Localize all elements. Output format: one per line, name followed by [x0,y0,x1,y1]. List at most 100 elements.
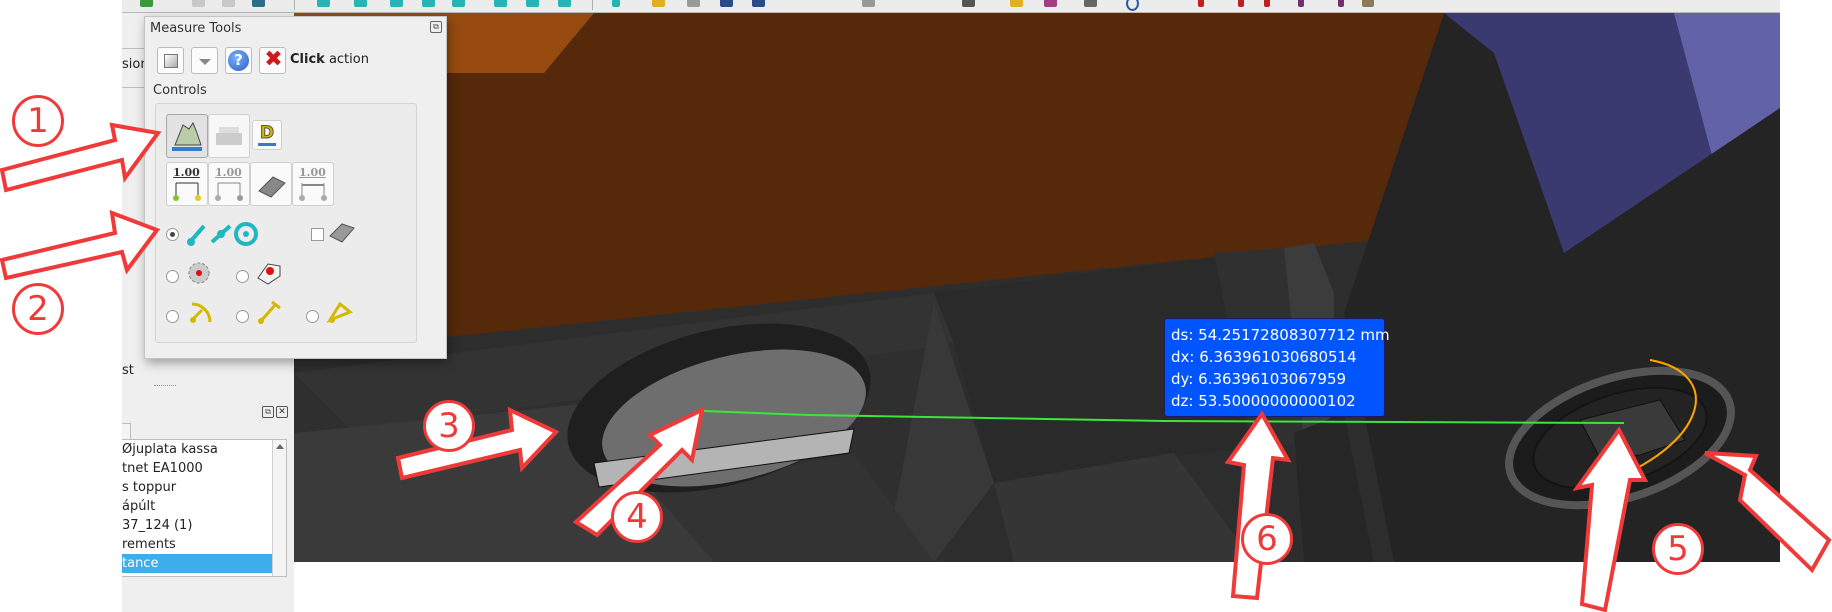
redo-icon[interactable] [222,0,235,7]
face-checkbox[interactable] [311,228,324,241]
face-select-icon [329,223,355,243]
pin-icon-3[interactable] [1198,0,1204,7]
linear-dim-icon [173,182,201,201]
pin-icon-5[interactable] [1264,0,1270,7]
dimension-d-icon: D [259,123,275,144]
scroll-up-icon[interactable] [276,444,284,449]
linear-dimension-alt-button[interactable]: 1.00 [292,162,334,206]
pin-icon[interactable] [1044,0,1057,7]
face-icon [258,176,286,198]
view-bottom-icon[interactable] [526,0,539,7]
sketch-icon[interactable] [720,0,733,7]
doc-icon[interactable] [1362,0,1374,7]
annotation-badge-4: 4 [611,491,663,543]
radio-line-circle[interactable] [166,228,179,241]
radio-snap-point[interactable] [166,270,179,283]
edge-circle-icons [187,222,258,246]
help-button[interactable]: ? [225,47,252,74]
tab-model[interactable] [122,423,131,440]
click-action-label: Click action [290,52,369,67]
area-button[interactable] [250,162,292,206]
measure-icon[interactable] [612,0,620,7]
radio-snap-solid[interactable] [236,270,249,283]
close-button[interactable]: ✖ [259,47,286,74]
radio-angle[interactable] [166,310,179,323]
view-top-icon[interactable] [422,0,435,7]
plane-angle-icon [326,301,353,324]
arrow-5b [1704,451,1832,574]
view-front-icon[interactable] [390,0,403,7]
view-rear-icon[interactable] [494,0,507,7]
undo-icon[interactable] [192,0,205,7]
float-panel-icon[interactable]: ⧉ [262,406,274,418]
controls-group: D 1.00 1.00 1.00 [155,103,417,343]
radio-plane-angle[interactable] [306,310,319,323]
tree-item[interactable]: ápúlt [122,499,156,514]
refresh-icon[interactable] [252,0,265,7]
clip-icon[interactable] [862,0,875,7]
tree-scrollbar[interactable] [272,440,286,576]
arrow-2 [0,209,161,281]
close-x-icon: ✖ [264,47,283,72]
float-panel-icon[interactable]: ⧉ [430,21,442,33]
tree-item[interactable]: rements [122,537,176,552]
dx-value: dx: 6.363961030680514 [1171,348,1357,366]
arrow-3 [395,406,560,481]
model-tree: Øjuplata kassa tnet EA1000 s toppur ápúl… [122,439,287,577]
dimension-d-button[interactable]: D [252,120,282,150]
main-toolbar [122,0,1780,13]
rotate-view-icon[interactable] [1126,0,1139,11]
view-right-icon[interactable] [452,0,465,7]
tree-item-selected[interactable]: tance [122,554,286,573]
view-iso-icon[interactable] [354,0,367,7]
close-panel-icon[interactable]: ✕ [276,406,288,418]
measurement-readout: ds: 54.25172808307712 mm dx: 6.363961030… [1164,318,1390,417]
3d-viewport[interactable] [294,13,1780,562]
view-fit-icon[interactable] [317,0,330,7]
tree-item[interactable]: s toppur [122,480,177,495]
pin-icon-4[interactable] [1238,0,1244,7]
dy-value: dy: 6.36396103067959 [1171,370,1347,388]
view-left-icon[interactable] [558,0,571,7]
printer-icon [216,127,242,145]
dz-value: dz: 53.50000000000102 [1171,392,1356,410]
tree-item[interactable]: 37_124 (1) [122,518,193,533]
tree-item[interactable]: Øjuplata kassa [122,442,218,457]
tree-item[interactable]: tnet EA1000 [122,461,203,476]
angle-icon [190,302,212,323]
sidebar-partial-label: sion [122,57,149,72]
pin-icon-2[interactable] [1084,0,1097,7]
measure-caliper-button[interactable] [166,114,208,158]
snap-point-icon [188,262,210,284]
annotation-badge-3: 3 [423,400,475,452]
view-toggle-button[interactable] [157,47,184,74]
annotation-badge-1: 1 [12,95,64,147]
light-icon[interactable] [652,0,665,7]
chevron-down-icon [199,59,211,65]
ds-value: ds: 54.25172808307712 mm [1171,326,1390,344]
pin-icon-7[interactable] [1338,0,1344,7]
arrow-6 [1224,410,1292,601]
pin-icon-6[interactable] [1298,0,1304,7]
solid-point-icon [257,263,281,285]
arrow-1 [0,122,162,193]
annotation-badge-5: 5 [1652,523,1704,575]
sketch-icon-2[interactable] [752,0,765,7]
square-icon [164,54,178,68]
dropdown-button[interactable] [191,47,218,74]
linear-dimension-gray-button[interactable]: 1.00 [208,162,250,206]
annotation-badge-6: 6 [1241,513,1293,565]
print-button[interactable] [208,114,250,158]
box-icon[interactable] [687,0,700,7]
arrow-5a [1572,426,1649,612]
rotate-icon[interactable] [962,0,975,7]
part-icon[interactable] [140,0,153,7]
sidebar-partial-label-2: st [122,363,134,378]
linear-dimension-button[interactable]: 1.00 [166,162,208,206]
splitter-handle[interactable] [154,385,176,386]
caliper-icon [172,121,202,151]
radio-distance[interactable] [236,310,249,323]
linear-dim-alt-icon [299,183,327,201]
light-icon-2[interactable] [1010,0,1023,7]
